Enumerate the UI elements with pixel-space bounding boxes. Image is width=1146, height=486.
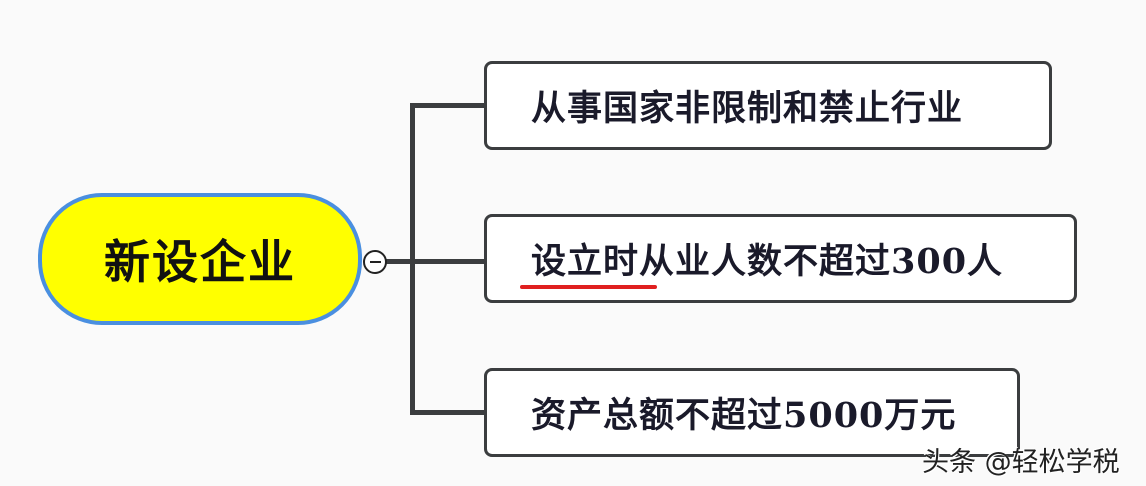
- watermark: 头条 @轻松学税: [922, 447, 1120, 478]
- connector-branch-3: [410, 410, 486, 415]
- connector-branch-2: [410, 259, 486, 264]
- branch-node-1[interactable]: 从事国家非限制和禁止行业: [484, 61, 1052, 150]
- root-node[interactable]: 新设企业: [38, 193, 362, 325]
- branch-node-3[interactable]: 资产总额不超过5000万元: [484, 368, 1020, 457]
- collapse-toggle-minus-icon[interactable]: [363, 250, 387, 274]
- connector-branch-1: [410, 103, 486, 108]
- branch-node-label: 资产总额不超过5000万元: [531, 395, 957, 436]
- connector-root: [383, 259, 414, 264]
- red-underline-annotation: [520, 285, 657, 289]
- branch-node-label: 从事国家非限制和禁止行业: [531, 88, 964, 129]
- branch-node-2[interactable]: 设立时从业人数不超过300人: [484, 214, 1077, 303]
- root-node-label: 新设企业: [104, 235, 296, 289]
- branch-node-label: 设立时从业人数不超过300人: [531, 241, 1004, 282]
